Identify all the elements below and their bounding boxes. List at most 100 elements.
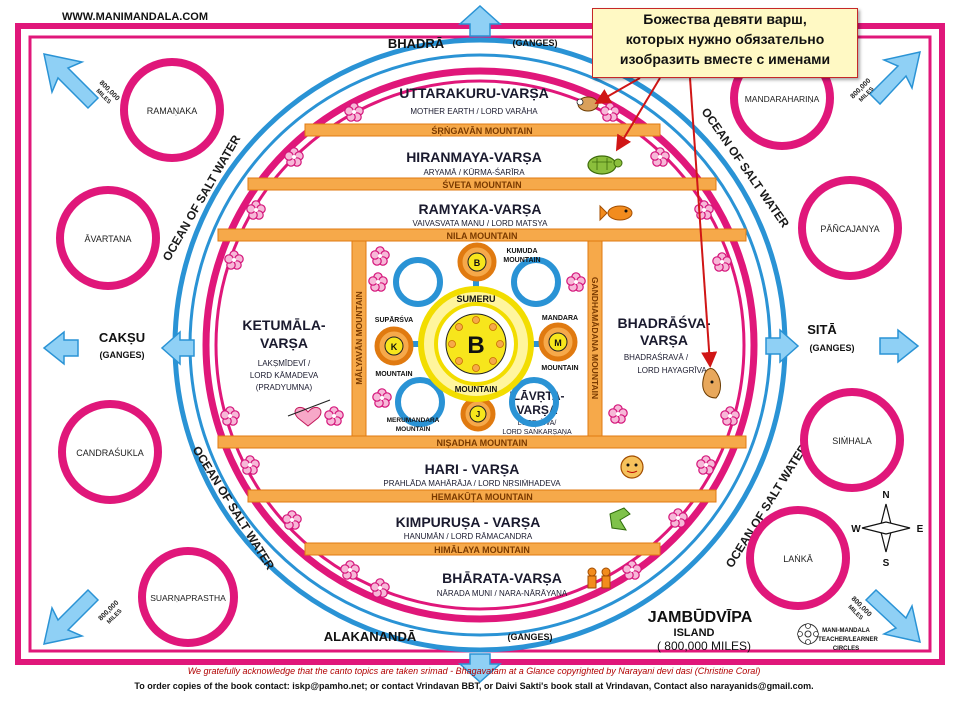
svg-text:BHADRĀŚVA-: BHADRĀŚVA-	[617, 314, 710, 331]
river-arrow-east	[765, 328, 920, 364]
hanuman-icon	[609, 507, 631, 531]
nara-narayana-icon	[587, 567, 611, 589]
distance-label-sw: 800,000 MILES	[98, 599, 124, 625]
varsa-bharata: BHĀRATA-VARṢA NĀRADA MUNI / NARA-NĀRĀYAṆ…	[437, 570, 568, 598]
callout-line-2: которых нужно обязательно	[625, 31, 825, 47]
svg-text:PRAHLĀDA MAHĀRĀJA / LORD NṚSIṀ: PRAHLĀDA MAHĀRĀJA / LORD NṚSIṀHADEVA	[383, 479, 561, 488]
svg-text:PĀÑCAJANYA: PĀÑCAJANYA	[820, 224, 879, 234]
varsa-hiranmaya: HIRANMAYA-VARṢA ARYAMĀ / KŪRMA-ŚARĪRA	[406, 149, 542, 177]
central-ring-br	[509, 377, 559, 427]
svg-text:KETUMĀLA-: KETUMĀLA-	[242, 317, 326, 333]
footer-order-info: To order copies of the book contact: isk…	[134, 681, 813, 691]
varsa-uttarakuru: UTTARAKURU-VARṢA MOTHER EARTH / LORD VAR…	[399, 85, 549, 116]
svg-text:RAMAṆAKA: RAMAṆAKA	[147, 106, 198, 116]
mount-kumuda: B KUMUDA MOUNTAIN	[457, 242, 541, 282]
svg-text:(PRADYUMNA): (PRADYUMNA)	[256, 383, 313, 392]
svg-text:NIṢADHA MOUNTAIN: NIṢADHA MOUNTAIN	[437, 438, 528, 448]
svg-text:HARI - VARṢA: HARI - VARṢA	[425, 461, 520, 477]
central-ring-tl	[393, 257, 443, 307]
island-candrasukla: CANDRAŚUKLA	[58, 400, 162, 504]
mountain-nila: NILA MOUNTAIN	[217, 228, 747, 242]
svg-text:ĀVARTANA: ĀVARTANA	[84, 234, 131, 244]
river-caksu-ganges: (GANGES)	[100, 350, 145, 360]
central-ring-bl	[395, 377, 445, 427]
island-pancajanya: PĀÑCAJANYA	[798, 176, 902, 280]
arrow-ne	[868, 51, 921, 106]
heart-arrow-icon	[287, 399, 331, 427]
river-sita-ganges: (GANGES)	[810, 343, 855, 353]
footer-acknowledgement: We gratefully acknowledge that the canto…	[188, 666, 761, 676]
svg-text:MĀLYAVĀN MOUNTAIN: MĀLYAVĀN MOUNTAIN	[354, 291, 364, 385]
svg-text:B: B	[474, 258, 481, 268]
svg-text:UTTARAKURU-VARṢA: UTTARAKURU-VARṢA	[399, 85, 549, 101]
jambudvipa-inner-boundary	[214, 79, 746, 611]
river-bhadra-ganges: (GANGES)	[513, 38, 558, 48]
svg-text:B: B	[467, 332, 484, 359]
river-bhadra: BHADRĀ	[388, 36, 445, 51]
svg-text:M: M	[554, 338, 562, 348]
svg-text:HIMĀLAYA MOUNTAIN: HIMĀLAYA MOUNTAIN	[434, 545, 530, 555]
svg-text:J: J	[476, 410, 480, 419]
river-alakananda-ganges: (GANGES)	[508, 632, 553, 642]
svg-text:VAIVASVATA MANU / LORD MATSYA: VAIVASVATA MANU / LORD MATSYA	[413, 219, 549, 228]
svg-text:MANDARA: MANDARA	[542, 315, 578, 322]
mountain-srngavan: ŚṚṄGAVĀN MOUNTAIN	[304, 123, 661, 137]
svg-text:GANDHAMĀDANA MOUNTAIN: GANDHAMĀDANA MOUNTAIN	[590, 277, 600, 399]
river-sita: SITĀ	[807, 322, 837, 337]
river-caksu: CAKṢU	[99, 330, 145, 345]
arrow-nw	[43, 53, 100, 110]
turtle-icon	[587, 155, 623, 175]
svg-text:MOUNTAIN: MOUNTAIN	[375, 371, 412, 378]
mountain-gandhamadana: GANDHAMĀDANA MOUNTAIN	[587, 240, 603, 437]
svg-text:LORD KĀMADEVA: LORD KĀMADEVA	[250, 371, 319, 380]
svg-text:N: N	[882, 490, 889, 501]
svg-text:LORD SAṄKARṢAṆA: LORD SAṄKARṢAṆA	[502, 427, 572, 436]
central-ring-tr	[511, 257, 561, 307]
varsa-bhadrasva: BHADRĀŚVA- VARṢA BHADRAŚRAVĀ / LORD HAYA…	[617, 314, 710, 375]
fish-icon	[599, 204, 633, 222]
svg-text:E: E	[917, 524, 924, 535]
jambudvipa-boundary	[202, 67, 758, 623]
svg-text:ŚVETA MOUNTAIN: ŚVETA MOUNTAIN	[442, 179, 521, 190]
svg-text:TEACHER/LEARNER: TEACHER/LEARNER	[818, 637, 878, 643]
mountain-hemakuta: HEMAKŪṬA MOUNTAIN	[247, 489, 717, 503]
svg-text:S: S	[883, 558, 890, 569]
svg-text:MOUNTAIN: MOUNTAIN	[503, 257, 540, 264]
callout-arrows	[594, 77, 718, 368]
svg-text:SUARṆAPRASTHA: SUARṆAPRASTHA	[150, 593, 226, 603]
varsa-hari: HARI - VARṢA PRAHLĀDA MAHĀRĀJA / LORD NṚ…	[383, 461, 561, 488]
svg-text:HANUMĀN / LORD RĀMACANDRA: HANUMĀN / LORD RĀMACANDRA	[404, 532, 533, 541]
svg-text:K: K	[391, 342, 398, 352]
callout-line-3: изобразить вместе с именами	[619, 51, 831, 67]
svg-text:ARYAMĀ / KŪRMA-ŚARĪRA: ARYAMĀ / KŪRMA-ŚARĪRA	[423, 168, 525, 177]
svg-text:MOUNTAIN: MOUNTAIN	[541, 365, 578, 372]
svg-text:BHADRAŚRAVĀ /: BHADRAŚRAVĀ /	[624, 353, 689, 362]
varsa-kimpurusa: KIMPURUṢA - VARṢA HANUMĀN / LORD RĀMACAN…	[396, 514, 541, 541]
legend-mandala: MANI-MANDALA TEACHER/LEARNER CIRCLES	[797, 623, 879, 652]
nrsimha-icon	[620, 455, 644, 479]
distance-label-ne: 800,000 MILES	[850, 77, 876, 103]
svg-text:KIMPURUṢA - VARṢA: KIMPURUṢA - VARṢA	[396, 514, 541, 530]
island-avartana: ĀVARTANA	[56, 186, 160, 290]
svg-text:MOUNTAIN: MOUNTAIN	[396, 426, 431, 433]
mountain-himalaya: HIMĀLAYA MOUNTAIN	[304, 542, 661, 556]
svg-text:MOUNTAIN: MOUNTAIN	[455, 385, 498, 394]
island-lanka: LAṄKĀ	[746, 506, 850, 610]
svg-text:LORD HAYAGRĪVA: LORD HAYAGRĪVA	[637, 366, 707, 375]
mountain-nisadha: NIṢADHA MOUNTAIN	[217, 435, 747, 449]
mount-mandara: M MANDARA MOUNTAIN	[538, 315, 579, 372]
horse-head-icon	[702, 368, 721, 399]
svg-text:JAMBŪDVĪPA: JAMBŪDVĪPA	[648, 607, 753, 626]
svg-text:MANI-MANDALA: MANI-MANDALA	[822, 628, 870, 634]
mountain-sveta: ŚVETA MOUNTAIN	[247, 177, 717, 191]
river-arrow-south	[458, 653, 502, 684]
svg-text:SUPĀRŚVA: SUPĀRŚVA	[375, 315, 413, 324]
svg-text:ISLAND: ISLAND	[674, 627, 715, 639]
svg-text:VARṢA: VARṢA	[516, 403, 557, 417]
svg-text:MERUMANDARA: MERUMANDARA	[387, 417, 440, 424]
svg-text:BHĀRATA-VARṢA: BHĀRATA-VARṢA	[442, 570, 562, 586]
website-label: WWW.MANIMANDALA.COM	[62, 11, 208, 23]
river-alakananda: ALAKANANDĀ	[324, 629, 417, 644]
distance-label-nw: 800,000 MILES	[94, 80, 120, 106]
